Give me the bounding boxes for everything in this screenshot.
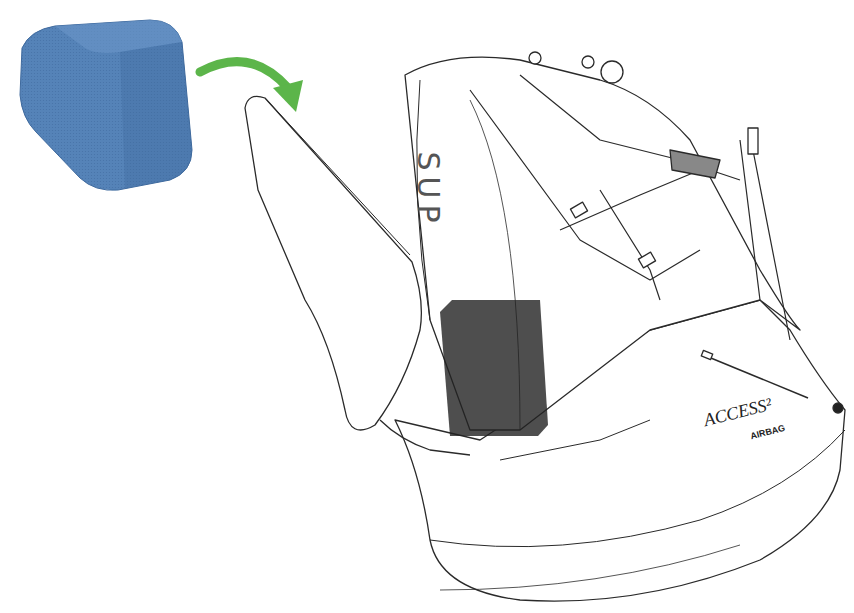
foam-block bbox=[20, 20, 192, 190]
brand-label: SUP bbox=[413, 151, 443, 228]
harness bbox=[245, 52, 845, 601]
